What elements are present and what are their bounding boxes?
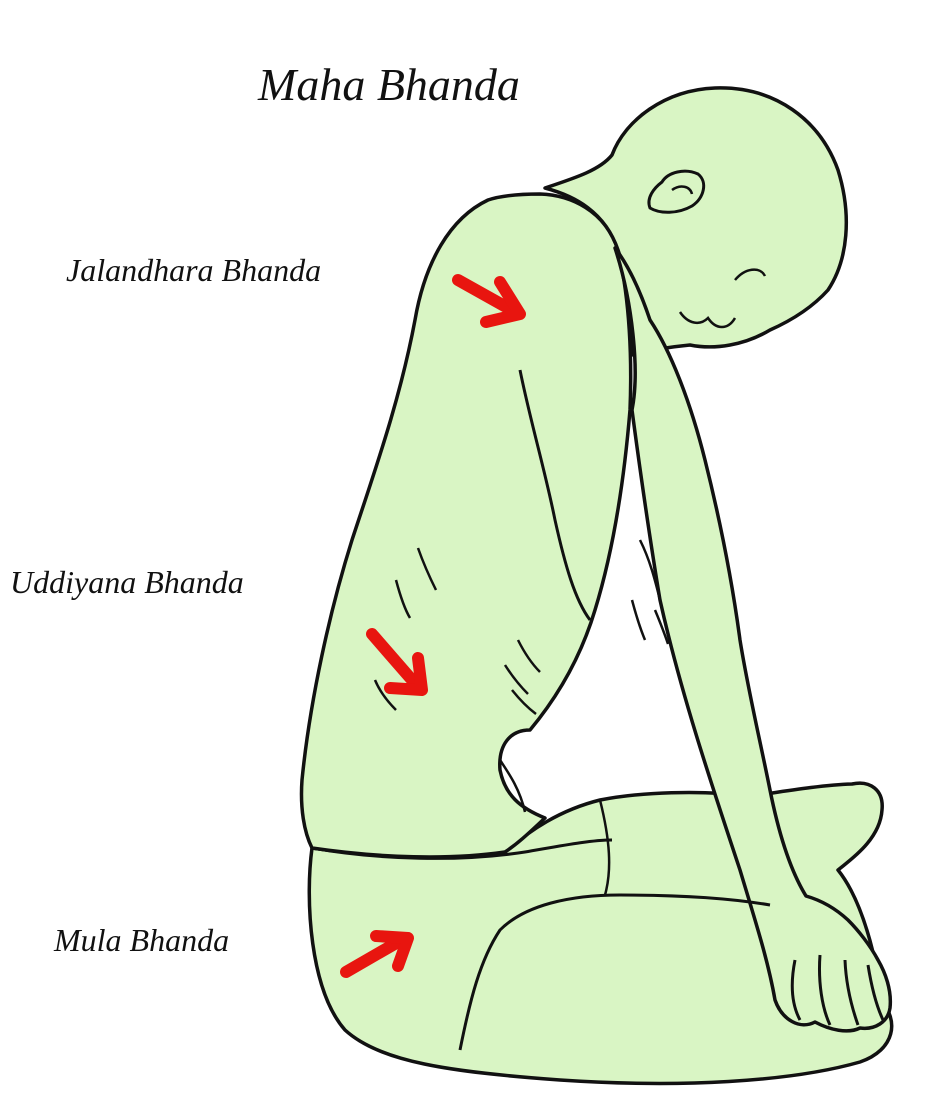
uddiyana-bhanda-label: Uddiyana Bhanda [10, 566, 244, 598]
diagram-title: Maha Bhanda [258, 62, 520, 108]
mula-bhanda-label: Mula Bhanda [54, 924, 229, 956]
jalandhara-bhanda-label: Jalandhara Bhanda [66, 254, 321, 286]
torso-shape [301, 194, 630, 857]
